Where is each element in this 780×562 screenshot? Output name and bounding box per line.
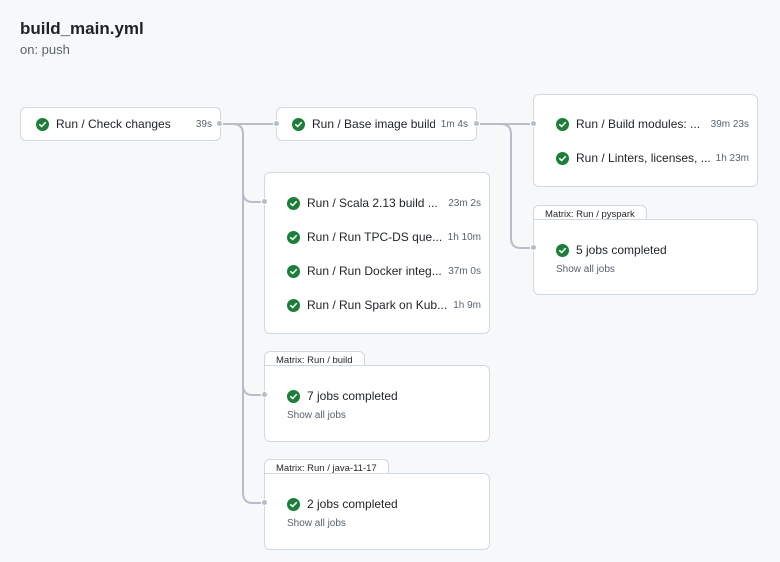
matrix-build-summary[interactable]: 7 jobs completed [287, 389, 398, 403]
check-circle-icon [556, 117, 569, 131]
job-duration: 39m 23s [710, 118, 749, 130]
job-name: Run / Run TPC-DS que... [307, 230, 442, 244]
job-name: Run / Check changes [56, 117, 171, 131]
job-duration: 1h 10m [447, 231, 481, 243]
matrix-build-card: 7 jobs completed Show all jobs [264, 365, 490, 442]
connector-dot-right-in [530, 120, 537, 127]
workflow-trigger: on: push [20, 42, 70, 57]
job-spark-on-kubernetes[interactable]: Run / Run Spark on Kub... 1h 9m [265, 294, 489, 316]
job-docker-integration[interactable]: Run / Run Docker integ... 37m 0s [265, 260, 489, 282]
workflow-title: build_main.yml [20, 19, 144, 38]
connector-dot-matrix-build-in [261, 391, 268, 398]
job-name: Run / Linters, licenses, ... [576, 151, 710, 165]
connector-dot-pyspark-in [530, 244, 537, 251]
job-tpcds[interactable]: Run / Run TPC-DS que... 1h 10m [265, 226, 489, 248]
job-card-base-image[interactable]: Run / Base image build 1m 4s [276, 107, 477, 141]
matrix-pyspark-card: 5 jobs completed Show all jobs [533, 219, 758, 295]
connector-dot-base-out [473, 120, 480, 127]
connector-check-to-matrix-java [242, 385, 265, 504]
connector-dot-matrix-java-in [261, 499, 268, 506]
check-circle-icon [287, 264, 300, 278]
job-check-changes[interactable]: Run / Check changes 39s [21, 113, 220, 135]
connector-dot-middle-in [261, 198, 268, 205]
check-circle-icon [556, 243, 569, 257]
job-card-check-changes[interactable]: Run / Check changes 39s [20, 107, 221, 141]
check-circle-icon [292, 117, 305, 131]
matrix-java-card: 2 jobs completed Show all jobs [264, 473, 490, 550]
job-build-modules[interactable]: Run / Build modules: ... 39m 23s [534, 113, 757, 135]
check-circle-icon [287, 389, 300, 403]
connector-base-to-pyspark [477, 123, 534, 249]
matrix-summary-text: 2 jobs completed [307, 497, 398, 511]
connector-check-to-middle [220, 123, 265, 203]
job-group-right: Run / Build modules: ... 39m 23s Run / L… [533, 94, 758, 187]
show-all-jobs-link[interactable]: Show all jobs [287, 410, 346, 421]
check-circle-icon [287, 298, 300, 312]
job-group-middle: Run / Scala 2.13 build ... 23m 2s Run / … [264, 172, 490, 334]
job-name: Run / Build modules: ... [576, 117, 701, 131]
job-duration: 23m 2s [448, 197, 481, 209]
job-base-image[interactable]: Run / Base image build 1m 4s [277, 113, 476, 135]
check-circle-icon [36, 117, 49, 131]
job-name: Run / Run Spark on Kub... [307, 298, 448, 312]
matrix-summary-text: 5 jobs completed [576, 243, 667, 257]
matrix-java-summary[interactable]: 2 jobs completed [287, 497, 398, 511]
job-duration: 1m 4s [440, 118, 468, 130]
check-circle-icon [287, 497, 300, 511]
job-name: Run / Run Docker integ... [307, 264, 442, 278]
job-duration: 1h 23m [715, 152, 749, 164]
connector-check-to-matrix-build [242, 190, 265, 396]
show-all-jobs-link[interactable]: Show all jobs [287, 518, 346, 529]
matrix-summary-text: 7 jobs completed [307, 389, 398, 403]
check-circle-icon [287, 196, 300, 210]
check-circle-icon [287, 230, 300, 244]
matrix-pyspark-summary[interactable]: 5 jobs completed [556, 243, 667, 257]
connector-dot-check-out [216, 120, 223, 127]
job-name: Run / Base image build [312, 117, 435, 131]
check-circle-icon [556, 151, 569, 165]
job-scala-build[interactable]: Run / Scala 2.13 build ... 23m 2s [265, 192, 489, 214]
job-duration: 37m 0s [448, 265, 481, 277]
connector-dot-base-in [273, 120, 280, 127]
job-duration: 1h 9m [453, 299, 481, 311]
job-duration: 39s [195, 118, 212, 130]
job-linters[interactable]: Run / Linters, licenses, ... 1h 23m [534, 147, 757, 169]
show-all-jobs-link[interactable]: Show all jobs [556, 264, 615, 275]
job-name: Run / Scala 2.13 build ... [307, 196, 438, 210]
